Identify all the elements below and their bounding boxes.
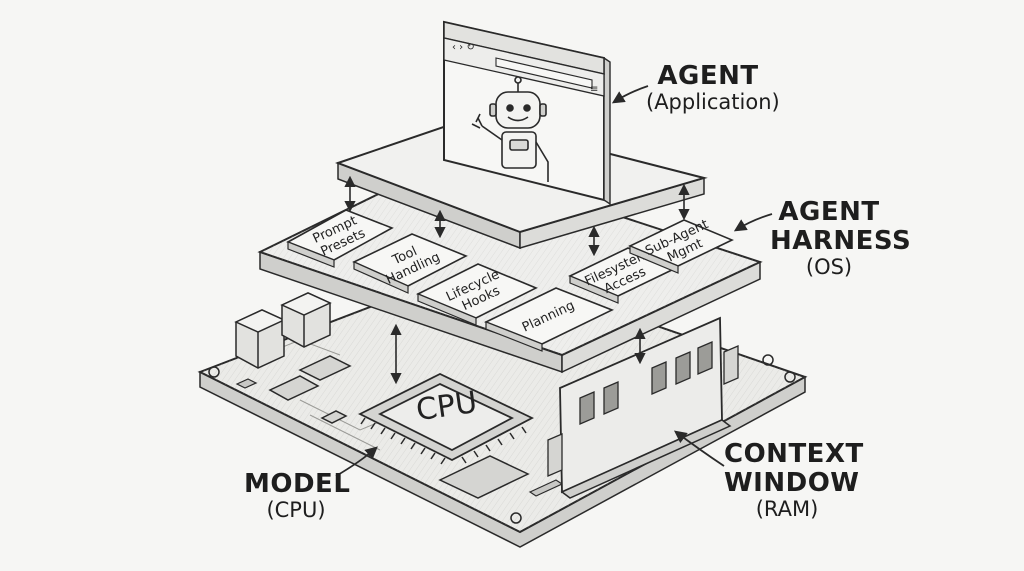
- browser-window: ‹ › ↻ ≡: [443, 20, 611, 206]
- mount-hole-icon: [208, 366, 220, 378]
- mount-hole-icon: [784, 371, 796, 383]
- harness-plate: [257, 158, 763, 374]
- module-tile-planning: Planning: [484, 287, 614, 352]
- context-title-line1: CONTEXT: [724, 439, 864, 469]
- module-tile-tool-handling: Tool Handling: [352, 233, 468, 294]
- address-bar: [495, 57, 593, 89]
- model-subtitle: (CPU): [266, 498, 326, 523]
- agent-subtitle: (Application): [646, 90, 780, 115]
- agent-title: AGENT: [657, 61, 759, 91]
- mount-hole-icon: [510, 512, 522, 524]
- context-window-label: CONTEXT WINDOW (RAM): [724, 439, 864, 522]
- motherboard: CPU: [197, 263, 808, 548]
- harness-pointer-arrow-icon: [733, 213, 773, 232]
- harness-title-line1: AGENT: [778, 197, 880, 227]
- harness-label: AGENT HARNESS (OS): [770, 197, 912, 280]
- context-title-line2: WINDOW: [724, 468, 860, 499]
- harness-subtitle: (OS): [805, 255, 853, 280]
- capacitor-component: [234, 309, 286, 369]
- context-pointer-arrow-icon: [673, 430, 725, 467]
- cpu-label: CPU: [414, 385, 479, 428]
- robot-icon: [471, 76, 549, 182]
- menu-icon: ≡: [590, 84, 598, 95]
- mount-hole-icon: [762, 354, 774, 366]
- context-subtitle: (RAM): [755, 497, 819, 522]
- model-title: MODEL: [244, 469, 351, 499]
- agent-label: AGENT (Application): [646, 61, 780, 115]
- ram-stick: [547, 316, 739, 499]
- harness-title-line2: HARNESS: [770, 226, 912, 257]
- model-pointer-arrow-icon: [335, 446, 378, 477]
- nav-arrows-icon: ‹ › ↻: [452, 42, 475, 53]
- layer-arrows: [344, 175, 690, 385]
- cpu-chip: CPU: [357, 372, 535, 465]
- capacitor-component: [280, 292, 332, 348]
- callout-arrows: [335, 85, 773, 477]
- agent-pointer-arrow-icon: [611, 85, 649, 104]
- connector-component: [235, 355, 564, 499]
- model-label: MODEL (CPU): [244, 469, 351, 523]
